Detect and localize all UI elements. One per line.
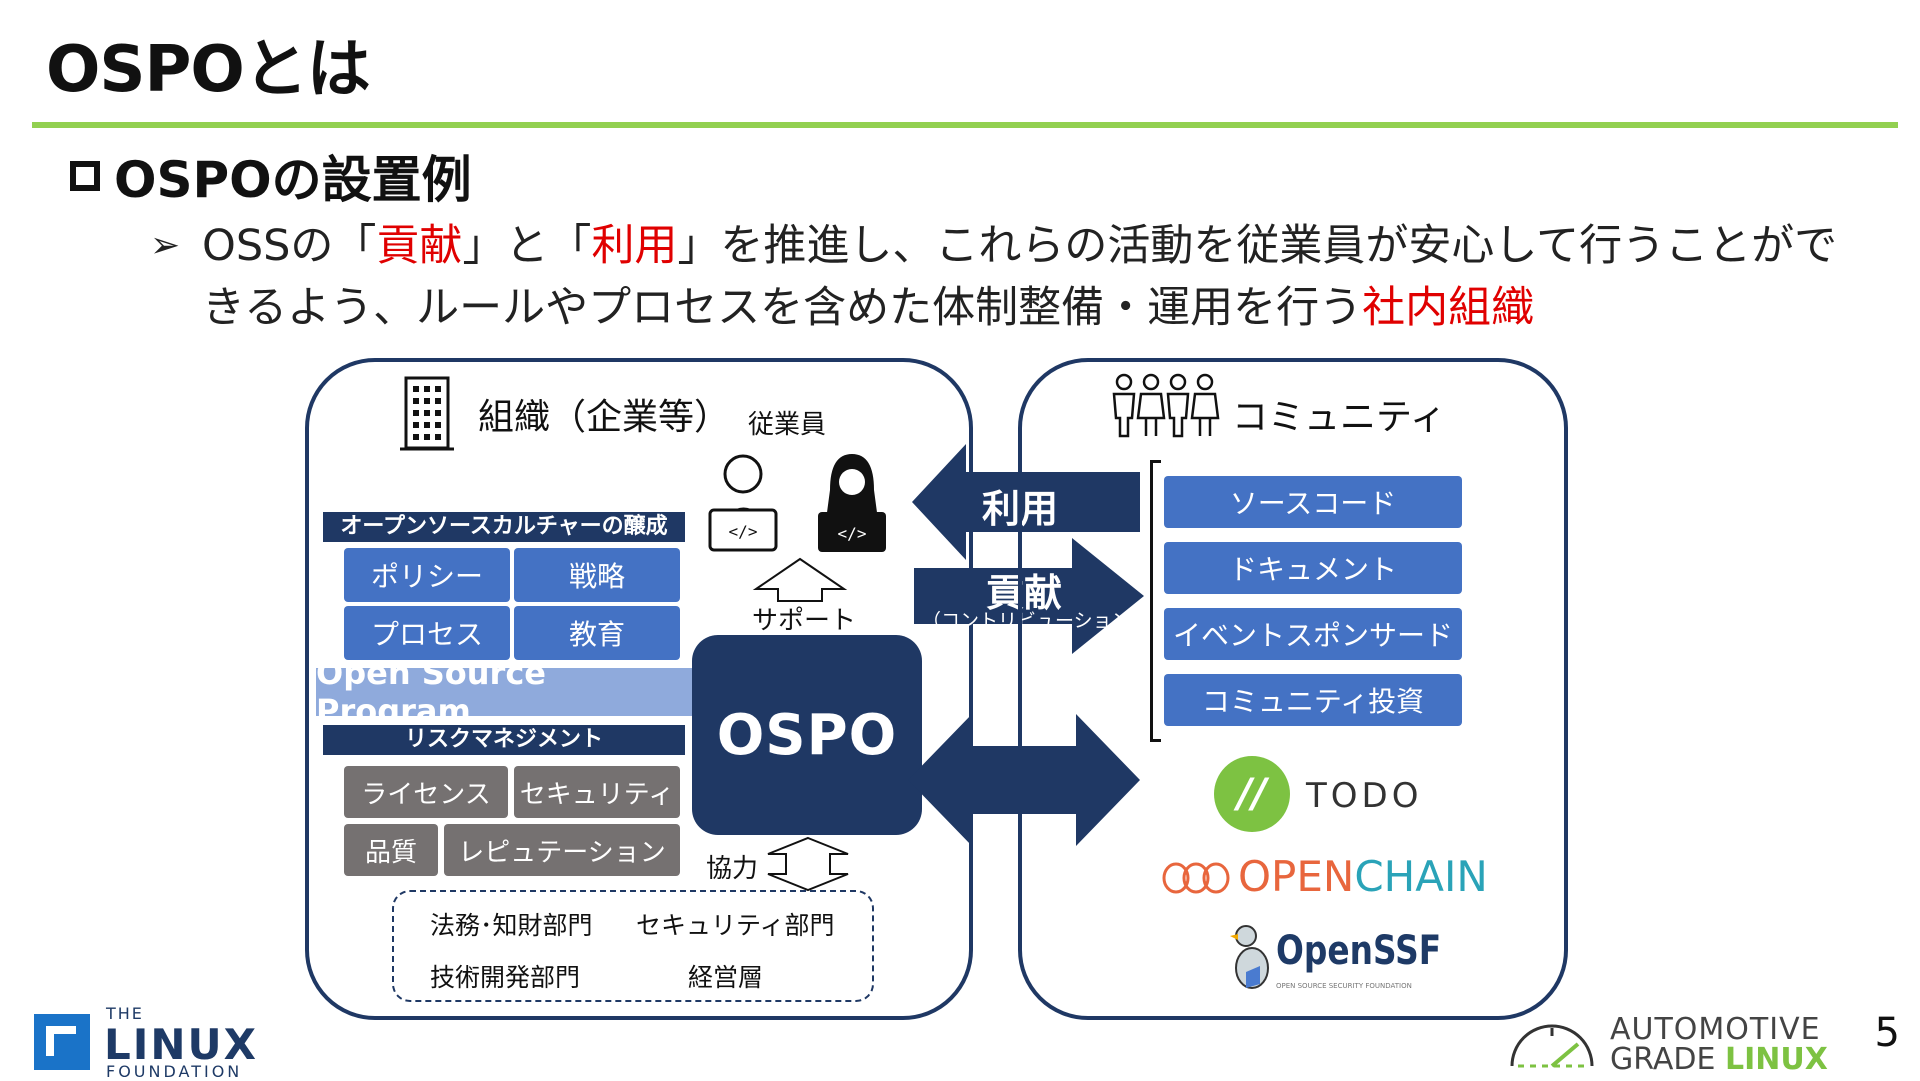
bullet-kouken: 貢献: [376, 221, 463, 271]
bullet-paragraph: ➢ OSSの「貢献」と「利用」を推進し、これらの活動を従業員が安心して行うことが…: [150, 215, 1870, 339]
openchain-open: OPEN: [1238, 852, 1355, 901]
linux-foundation-logo-icon: [34, 1014, 90, 1070]
agl-gauge-icon: [1510, 1024, 1594, 1068]
policy-tile: ポリシー: [344, 548, 510, 602]
agl-linux: LINUX: [1725, 1042, 1828, 1077]
page-number: 5: [1874, 1010, 1900, 1056]
security-tile: セキュリティ: [514, 766, 680, 818]
contribute-label: 貢献: [986, 571, 1063, 615]
lf-foundation-text: FOUNDATION: [106, 1062, 243, 1081]
culture-bar: オープンソースカルチャーの醸成: [323, 512, 685, 542]
building-icon: [400, 376, 454, 451]
quality-tile: 品質: [344, 824, 438, 876]
square-bullet-icon: [70, 161, 100, 191]
event-sponsor-item: イベントスポンサード: [1164, 608, 1462, 660]
openssf-logo-text: OpenSSF: [1276, 928, 1442, 974]
people-group-icon: [1112, 373, 1220, 438]
todo-logo-icon: //: [1214, 756, 1290, 832]
education-tile: 教育: [514, 606, 680, 660]
source-code-item: ソースコード: [1164, 476, 1462, 528]
collab-label: 連携: [984, 833, 1061, 877]
openchain-logo-text: OPENCHAIN: [1238, 852, 1488, 901]
contribute-arrow-icon: [914, 538, 1144, 654]
agl-line2-text: GRADE LINUX: [1610, 1042, 1828, 1077]
svg-text:</>: </>: [729, 522, 758, 541]
cooperation-label: 協力: [706, 854, 759, 884]
process-tile: プロセス: [344, 606, 510, 660]
openssf-sub-text: OPEN SOURCE SECURITY FOUNDATION: [1276, 982, 1412, 990]
employee-icon-dark: </>: [818, 454, 886, 552]
openchain-chain: CHAIN: [1354, 852, 1488, 901]
reputation-tile: レピュテーション: [444, 824, 680, 876]
section-heading: OSPOの設置例: [70, 140, 472, 212]
dept-management: 経営層: [688, 963, 764, 992]
open-source-program-band: Open Source Program: [316, 654, 692, 730]
risk-bar: リスクマネジメント: [323, 725, 685, 755]
page-title: OSPOとは: [46, 33, 371, 107]
bullet-shanai: 社内組織: [1362, 283, 1535, 333]
document-item: ドキュメント: [1164, 542, 1462, 594]
openssf-goose-icon: [1230, 925, 1269, 989]
arrow-bullet-icon: ➢: [150, 225, 181, 266]
bullet-riyou: 利用: [591, 221, 678, 271]
dept-security: セキュリティ部門: [636, 911, 835, 940]
lf-linux-text: LINUX: [104, 1020, 259, 1069]
contribute-sub-label: （コントリビューション）: [922, 610, 1150, 632]
organization-panel: [305, 358, 973, 1020]
section-heading-text: OSPOの設置例: [114, 151, 472, 209]
collab-arrow-icon: [908, 714, 1140, 846]
svg-text:</>: </>: [838, 524, 867, 543]
employees-label: 従業員: [748, 410, 827, 440]
community-bracket: [1150, 460, 1161, 742]
ospo-box: OSPO: [692, 635, 922, 835]
community-panel: [1018, 358, 1568, 1020]
employee-icon: </>: [708, 454, 778, 552]
bullet-part: 」を推進し、これらの活動を従業員が安心して行うことができるよう、ルールやプロセス…: [202, 221, 1838, 333]
lf-the-text: THE: [106, 1004, 144, 1023]
bullet-part: 」と「: [462, 221, 592, 271]
dept-rnd: 技術開発部門: [430, 963, 581, 992]
openchain-logo-icon: [1162, 862, 1230, 894]
community-investment-item: コミュニティ投資: [1164, 674, 1462, 726]
departments-box: 法務･知財部門 セキュリティ部門 技術開発部門 経営層: [392, 890, 874, 1002]
community-label: コミュニティ: [1232, 397, 1446, 438]
bullet-part: OSSの「: [202, 221, 377, 271]
use-arrow-icon: [912, 444, 1140, 560]
title-divider: [32, 122, 1898, 128]
flow-arrows: [908, 444, 1144, 846]
agl-line1-text: AUTOMOTIVE: [1610, 1012, 1821, 1047]
license-tile: ライセンス: [344, 766, 508, 818]
todo-logo-text: TODO: [1306, 776, 1423, 816]
support-arrow-icon: [752, 557, 848, 602]
org-label: 組織（企業等）: [478, 397, 731, 438]
agl-grade: GRADE: [1610, 1042, 1725, 1077]
support-label: サポート: [752, 606, 857, 636]
strategy-tile: 戦略: [514, 548, 680, 602]
dept-legal: 法務･知財部門: [430, 911, 593, 940]
bullet-text: OSSの「貢献」と「利用」を推進し、これらの活動を従業員が安心して行うことができ…: [150, 215, 1870, 339]
cooperation-arrow-icon: [767, 836, 849, 892]
